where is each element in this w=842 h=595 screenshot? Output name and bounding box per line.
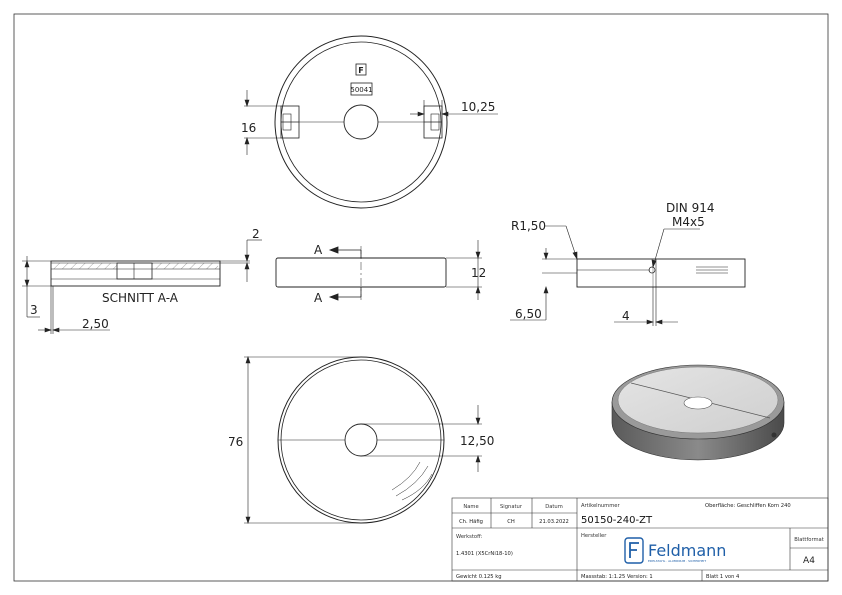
section-marker-a-bottom: A (314, 291, 323, 305)
dim-top-height (244, 90, 281, 155)
section-view (50, 260, 221, 287)
dim-thread-leader (651, 228, 700, 268)
top-view (274, 35, 448, 209)
section-label: SCHNITT A-A (102, 291, 179, 305)
dim-text-4: 4 (622, 309, 630, 323)
logo-mark: F (358, 66, 363, 75)
dim-text-3: 3 (30, 303, 38, 317)
tb-blattformat-label: Blattformat (794, 537, 824, 543)
tb-artikel: 50150-240-ZT (581, 515, 653, 526)
dim-side-height (446, 240, 482, 300)
dim-right-offset (614, 287, 678, 326)
tb-header-signatur: Signatur (500, 504, 523, 510)
logo-stamp: F 50041 (350, 63, 373, 96)
tb-gewicht: Gewicht 0.125 kg (456, 574, 502, 580)
tb-datum: 21.03.2022 (539, 519, 569, 525)
bottom-view (277, 356, 445, 524)
dim-text-12: 12 (471, 266, 486, 280)
tb-massstab: Massstab: 1:1.25 Version: 1 (581, 574, 653, 580)
tb-blatt: Blatt 1 von 4 (706, 574, 740, 580)
company-sub: EDELSTAHL · ALUMINIUM · SICHERHEIT (648, 559, 706, 563)
thread-size: M4x5 (672, 215, 705, 229)
dim-diameter (244, 356, 361, 524)
title-block (451, 497, 829, 582)
section-arrow-bottom (328, 287, 362, 301)
dim-section-side (22, 256, 51, 318)
stamp-code: 50041 (350, 86, 372, 94)
dim-text-r1-50: R1,50 (511, 219, 546, 233)
company-logo: Feldmann EDELSTAHL · ALUMINIUM · SICHERH… (624, 537, 726, 564)
dim-text-10-25: 10,25 (461, 100, 495, 114)
sheet-border (13, 13, 829, 582)
dim-text-76: 76 (228, 435, 243, 449)
dim-text-2: 2 (252, 227, 260, 241)
dim-top-width (410, 100, 498, 117)
dim-section-bottom (38, 286, 110, 334)
dim-section-top (220, 239, 262, 282)
iso-view (611, 364, 785, 461)
tb-name: Ch. Häfig (459, 519, 483, 525)
tb-hersteller-label: Hersteller (581, 533, 607, 539)
tb-artikel-label: Artikelnummer (581, 503, 620, 509)
dim-radius (544, 225, 578, 260)
tb-werkstoff-label: Werkstoff: (456, 534, 483, 540)
thread-std: DIN 914 (666, 201, 714, 215)
tb-header-name: Name (463, 504, 478, 510)
dim-text-16: 16 (241, 121, 256, 135)
section-arrow-top (328, 246, 362, 258)
tb-werkstoff: 1.4301 (X5CrNi18-10) (456, 551, 513, 557)
dim-text-6-50: 6,50 (515, 307, 542, 321)
company-name: Feldmann (648, 541, 726, 560)
tb-header-datum: Datum (545, 504, 563, 510)
dim-right-height (510, 248, 577, 321)
dim-text-2-50: 2,50 (82, 317, 109, 331)
tb-blattformat: A4 (803, 556, 815, 566)
tb-signatur: CH (507, 519, 515, 525)
section-marker-a-top: A (314, 243, 323, 257)
right-view (576, 258, 746, 288)
tb-oberflaeche: Oberfläche: Geschliffen Korn 240 (705, 503, 791, 509)
dim-hole (361, 405, 482, 472)
dim-text-12-50: 12,50 (460, 434, 494, 448)
